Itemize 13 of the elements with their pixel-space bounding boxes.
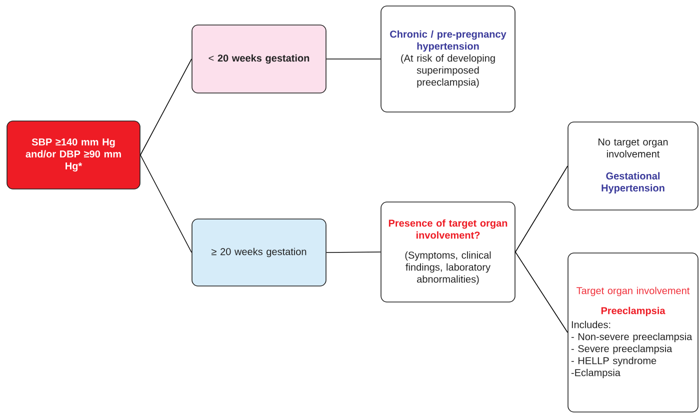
decision-box: Presence of target organ involvement? (Symptoms, clinical findings, laboratory abnormalities) [380, 202, 516, 302]
branch-box: < 20 weeks gestation [192, 24, 326, 94]
branch-box: ≥ 20 weeks gestation [192, 218, 326, 286]
connector-line [515, 252, 568, 333]
outcome-box: Chronic / pre-pregnancy hypertension (At risk of developing superimposed preeclampsia) [380, 6, 516, 112]
connector-line [326, 58, 381, 60]
criteria-box: SBP ≥140 mm Hg and/or DBP ≥90 mm Hg* [6, 120, 140, 190]
connector-line [515, 166, 568, 252]
outcome-box: No target organ involvement Gestational Hypertension [568, 122, 698, 210]
outcome-box: Target organ involvement Preeclampsia Includes: - Non-severe preeclampsia - Severe preeclampsia - HELLP syndrome -Eclampsia [568, 252, 698, 412]
connector-line [140, 154, 192, 253]
connector-line [326, 252, 381, 253]
connector-line [140, 58, 192, 156]
